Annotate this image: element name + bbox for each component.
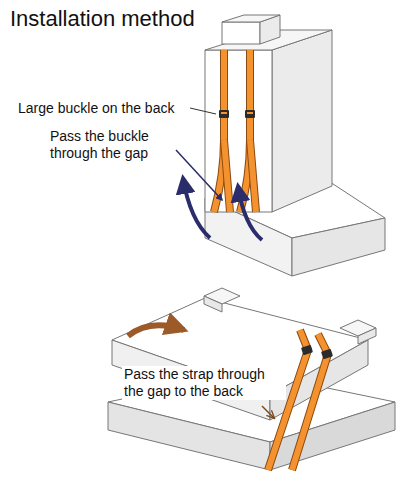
leader-line xyxy=(190,108,216,114)
callout-label: Large buckle on the back xyxy=(16,100,176,117)
strap xyxy=(268,330,328,470)
curved-arrow xyxy=(183,178,210,238)
curved-arrow xyxy=(128,325,184,336)
buckle xyxy=(301,345,333,360)
strap xyxy=(214,50,256,212)
leader-arrow xyxy=(176,150,222,200)
leader-arrow xyxy=(262,406,274,418)
upright-seat xyxy=(205,15,385,276)
callout-label: Pass the buckle through the gap xyxy=(48,128,174,162)
title: Installation method xyxy=(10,6,195,32)
folded-seat xyxy=(108,288,395,470)
curved-arrow xyxy=(238,186,262,240)
callout-label: Pass the strap through the gap to the ba… xyxy=(122,366,286,400)
buckle xyxy=(219,110,255,118)
